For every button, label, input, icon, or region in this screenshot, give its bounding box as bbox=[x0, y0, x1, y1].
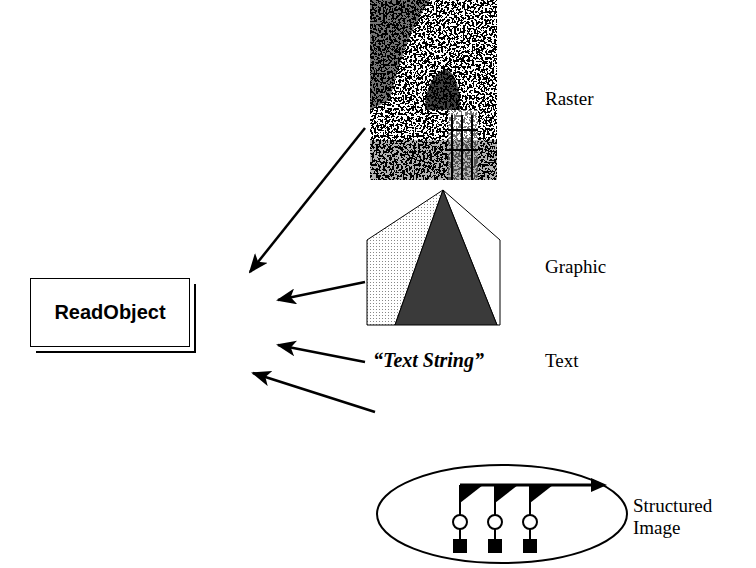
graphic-item: Graphic bbox=[365, 186, 750, 328]
raster-item: Raster bbox=[365, 0, 750, 182]
arrow-connector bbox=[250, 128, 365, 272]
type-label: Text bbox=[545, 350, 695, 372]
pyramid-graphic bbox=[364, 186, 504, 328]
structured-image-item: Structured Image bbox=[375, 408, 750, 566]
arrow-connector bbox=[278, 345, 365, 362]
type-label: Raster bbox=[545, 88, 695, 110]
type-label: Graphic bbox=[545, 256, 695, 278]
raster-image bbox=[370, 0, 497, 180]
process-name: ReadObject bbox=[54, 301, 165, 324]
text-item: “Text String” Text bbox=[365, 343, 750, 381]
arrow-connector bbox=[253, 373, 375, 412]
type-label: Structured Image bbox=[633, 495, 733, 539]
arrow-connector bbox=[278, 282, 365, 300]
text-string-sample: “Text String” bbox=[373, 349, 484, 372]
process-box: ReadObject bbox=[30, 278, 190, 347]
structured-image-icon bbox=[375, 463, 631, 567]
